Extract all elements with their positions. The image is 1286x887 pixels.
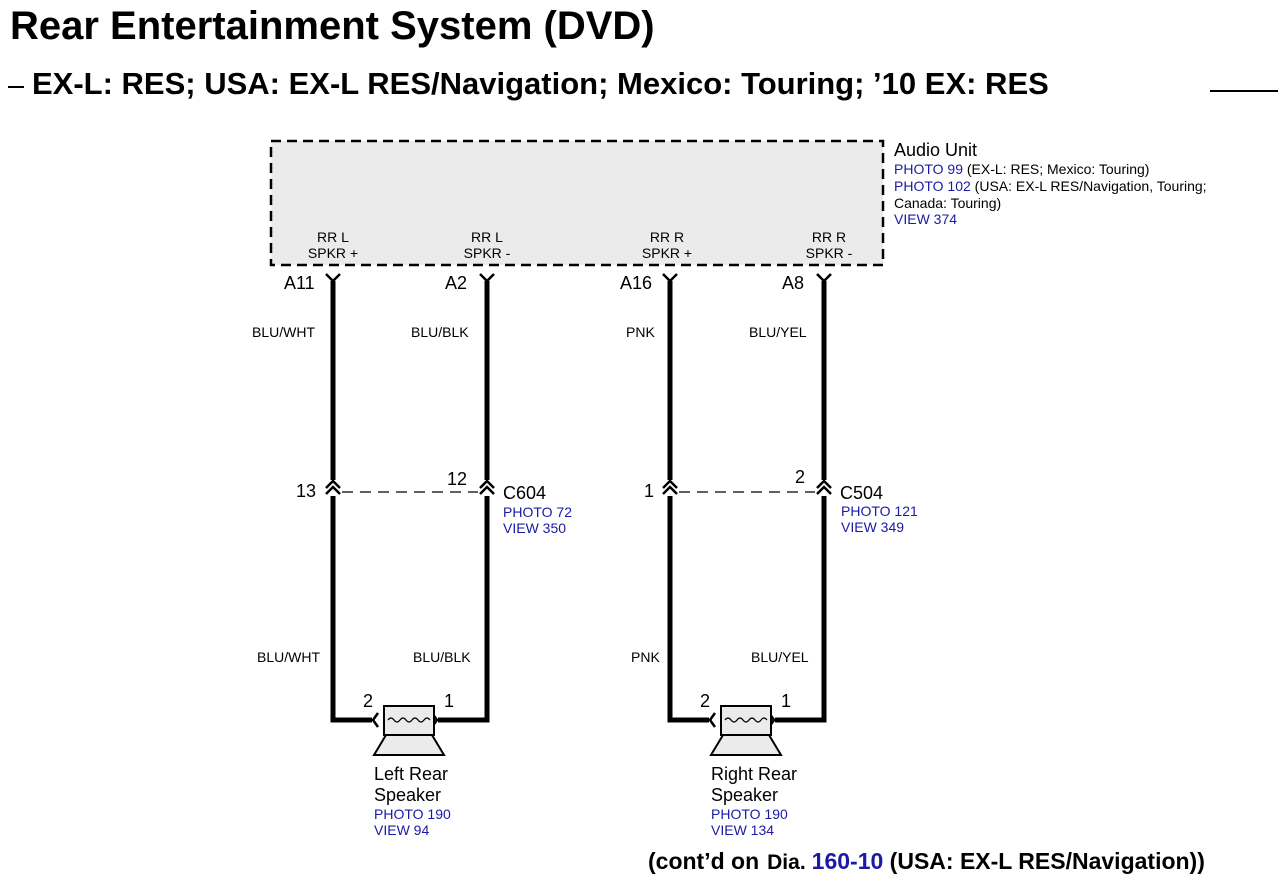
audio-unit-ref-0: PHOTO 99 (EX-L: RES; Mexico: Touring)	[894, 161, 1150, 177]
right-rear-speaker-icon	[708, 705, 783, 756]
audio-pin-fork-a11	[325, 273, 341, 283]
audio-unit-box	[269, 139, 885, 267]
connector-c504-pin-1: 1	[644, 481, 655, 501]
right-speaker-pin-2: 2	[700, 691, 711, 711]
wire-color-label: BLU/YEL	[749, 324, 807, 340]
connector-c604-name: C604	[503, 483, 547, 503]
wire-blu-yel-lower	[775, 496, 827, 723]
wire-blu-wht-lower	[330, 496, 372, 723]
connector-c504-symbol	[662, 479, 832, 495]
wire-blu-blk-lower	[438, 496, 490, 723]
audio-pin-a11: A11	[284, 273, 315, 293]
subtitle-rule	[1210, 90, 1278, 92]
right-speaker-pin-1: 1	[781, 691, 792, 711]
audio-unit-view-link[interactable]: VIEW 374	[894, 211, 958, 227]
audio-pin-a8: A8	[782, 273, 805, 293]
audio-pin-a2: A2	[445, 273, 468, 293]
connector-c504-pin-2: 2	[795, 467, 806, 487]
subtitle-dash	[8, 86, 24, 88]
left-speaker-photo-link[interactable]: PHOTO 190	[374, 806, 451, 822]
wire-color-label: PNK	[626, 324, 655, 340]
page-subtitle: EX-L: RES; USA: EX-L RES/Navigation; Mex…	[32, 66, 1049, 101]
connector-c604-photo-link[interactable]: PHOTO 72	[503, 504, 572, 520]
wire-color-label: BLU/BLK	[413, 649, 471, 665]
wire-color-label: BLU/WHT	[257, 649, 320, 665]
right-speaker-photo-link[interactable]: PHOTO 190	[711, 806, 788, 822]
connector-c604-pin-12: 12	[447, 469, 468, 489]
dia-label: Dia.	[767, 851, 806, 874]
audio-pin-fork-a16	[662, 273, 678, 283]
wire-color-label: BLU/WHT	[252, 324, 315, 340]
audio-pin-fork-a8	[816, 273, 832, 283]
connector-c604-view-link[interactable]: VIEW 350	[503, 520, 567, 536]
wire-color-label: BLU/BLK	[411, 324, 469, 340]
wire-color-label: PNK	[631, 649, 660, 665]
audio-unit-ref-3: VIEW 374	[894, 211, 957, 228]
diagram-link[interactable]: 160-10	[811, 848, 884, 874]
wire-color-label: BLU/YEL	[751, 649, 809, 665]
audio-pin-a16: A16	[620, 273, 653, 293]
right-speaker-view-link[interactable]: VIEW 134	[711, 822, 775, 838]
left-speaker-view-link[interactable]: VIEW 94	[374, 822, 430, 838]
wire-pnk-lower	[667, 496, 709, 723]
connector-c504-photo-link[interactable]: PHOTO 121	[841, 503, 918, 519]
left-rear-speaker-icon	[371, 705, 446, 756]
left-speaker-pin-2: 2	[363, 691, 374, 711]
audio-unit-photo-link[interactable]: PHOTO 99	[894, 161, 963, 177]
connector-c604-pin-13: 13	[296, 481, 317, 501]
connector-c604-symbol	[325, 479, 495, 495]
audio-pin-fork-a2	[479, 273, 495, 283]
audio-unit-title: Audio Unit	[894, 140, 978, 160]
connector-c504-view-link[interactable]: VIEW 349	[841, 519, 905, 535]
left-speaker-pin-1: 1	[444, 691, 455, 711]
audio-unit-photo-link[interactable]: PHOTO 102	[894, 178, 971, 194]
page-title: Rear Entertainment System (DVD)	[10, 4, 655, 48]
audio-unit-ref-2: Canada: Touring)	[894, 195, 1002, 211]
audio-unit-ref-1: PHOTO 102 (USA: EX-L RES/Navigation, Tou…	[894, 178, 1207, 194]
connector-c504-name: C504	[840, 483, 884, 503]
